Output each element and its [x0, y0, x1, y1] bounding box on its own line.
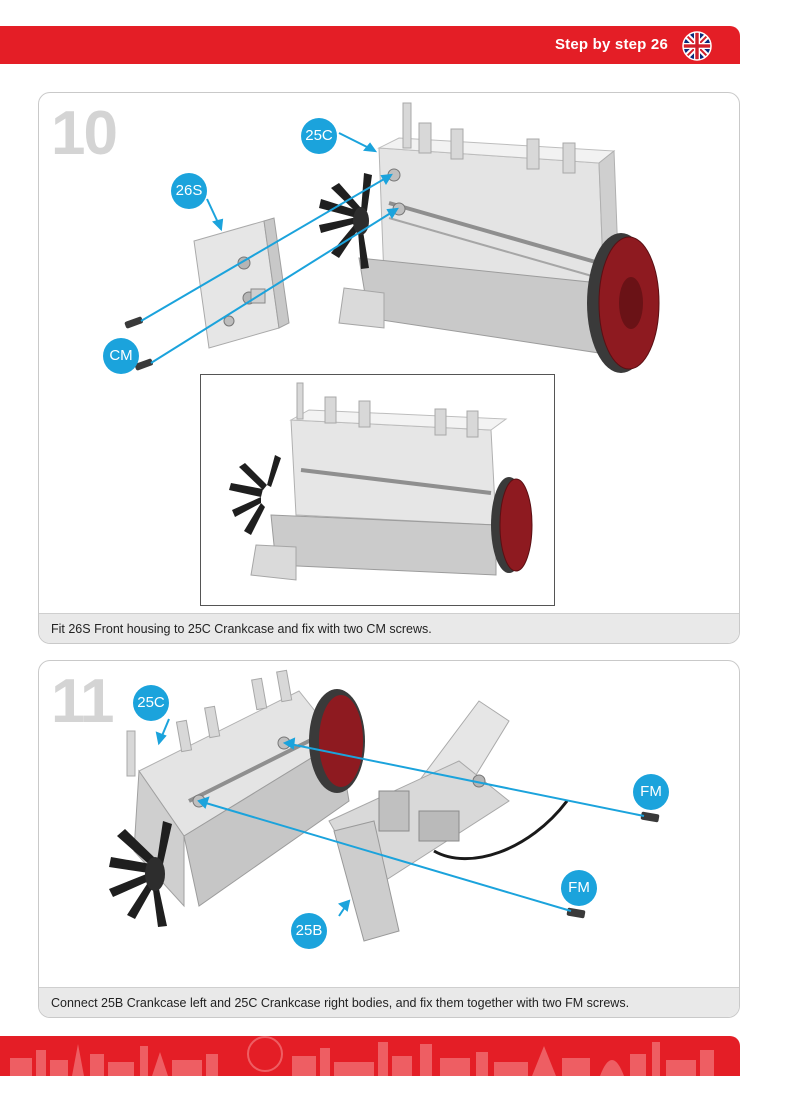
step-11-caption-bar: Connect 25B Crankcase left and 25C Crank…: [39, 987, 739, 1017]
step-11-caption: Connect 25B Crankcase left and 25C Crank…: [51, 996, 630, 1010]
step-10-panel: 10: [38, 92, 740, 644]
callout-fm-bottom: FM: [561, 870, 597, 906]
step-number: 10: [51, 99, 118, 168]
front-housing-26s-image: [193, 217, 290, 349]
page-title: Step by step 26: [554, 36, 668, 53]
crankcase-25b-image: [328, 700, 510, 942]
step-10-caption-bar: Fit 26S Front housing to 25C Crankcase a…: [39, 613, 739, 643]
fan-image: [109, 821, 172, 927]
callout-26s: 26S: [171, 173, 207, 209]
cm-screws-image: [124, 316, 153, 371]
callout-25c: 25C: [133, 685, 169, 721]
step-number: 11: [51, 667, 115, 736]
flywheel-image: [587, 233, 660, 373]
fm-screws-image: [566, 811, 660, 919]
step-10-illustration: [124, 102, 660, 373]
callout-25b: 25B: [291, 913, 327, 949]
callout-cm: CM: [103, 338, 139, 374]
assembly-arrows: [140, 132, 399, 364]
header-bar: Step by step 26: [0, 26, 740, 64]
london-skyline-icon: [10, 1036, 714, 1076]
step-11-panel: 11: [38, 660, 740, 1018]
callout-fm-top: FM: [633, 774, 669, 810]
uk-flag-icon: [682, 31, 712, 61]
step-11-illustration: [109, 669, 660, 942]
footer-bar: [0, 1036, 740, 1076]
assembled-view-inset: [200, 374, 555, 606]
crankcase-25c-image: [338, 102, 620, 354]
assembly-arrows: [155, 718, 645, 917]
callout-25c: 25C: [301, 118, 337, 154]
cable-image: [433, 800, 569, 861]
step-10-caption: Fit 26S Front housing to 25C Crankcase a…: [51, 622, 432, 636]
assembled-crankcase-image: [229, 382, 533, 581]
fan-image: [319, 173, 372, 269]
